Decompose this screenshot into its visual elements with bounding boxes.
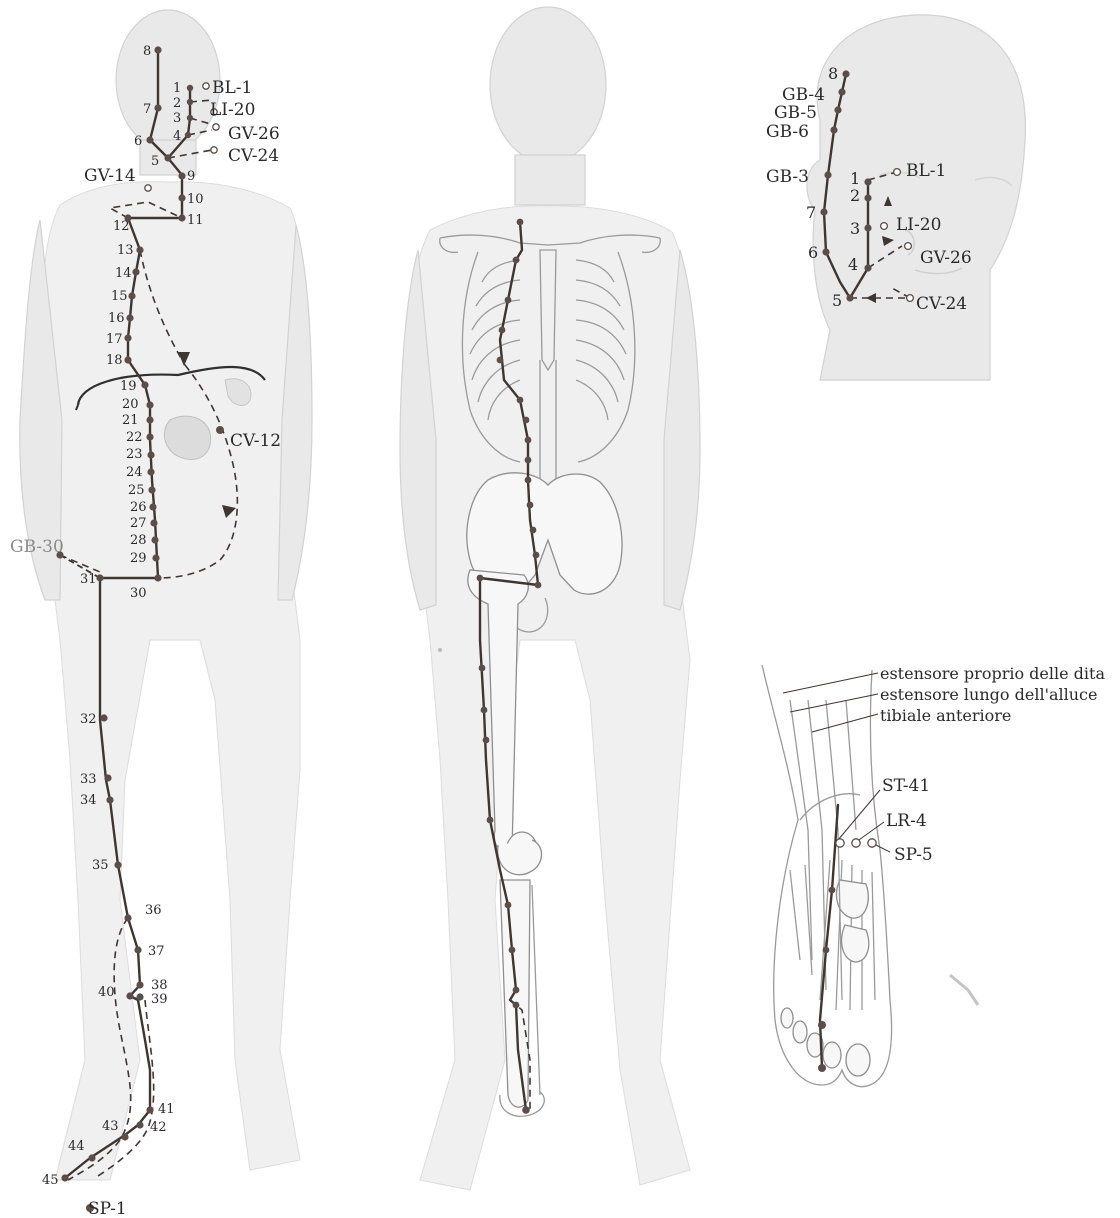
head-figure: 8 7 6 5 1 2 3 4 GB-4 GB-5 GB-6 GB-3 BL-1… [766, 15, 1025, 380]
left-label-bl1: BL-1 [212, 78, 252, 98]
left-pt-34: 34 [80, 793, 97, 808]
left-pt-42: 42 [150, 1120, 167, 1135]
middle-figure [400, 7, 700, 1190]
head-label-gb6: GB-6 [766, 122, 809, 142]
head-pt-8: 8 [828, 64, 838, 83]
left-pt-27: 27 [130, 516, 147, 531]
head-label-cv24: CV-24 [916, 294, 967, 314]
foot-muscle-estensore-alluce: estensore lungo dell'alluce [880, 685, 1097, 704]
left-label-gv14: GV-14 [84, 166, 136, 186]
left-pt-35: 35 [92, 858, 109, 873]
left-label-gv26: GV-26 [228, 124, 280, 144]
left-pt-8: 8 [143, 44, 151, 59]
foot-point-markers [836, 839, 876, 847]
foot-meridian-path [818, 805, 838, 1072]
head-pt-5: 5 [832, 291, 842, 310]
left-label-gb30: GB-30 [10, 537, 64, 557]
left-pt-22: 22 [126, 430, 143, 445]
left-pt-37: 37 [148, 944, 165, 959]
head-pt-6: 6 [808, 243, 818, 262]
foot-muscle-tibiale-anteriore: tibiale anteriore [880, 706, 1011, 725]
left-pt-41: 41 [158, 1102, 175, 1117]
left-pt-6: 6 [134, 134, 142, 149]
left-pt-14: 14 [115, 266, 132, 281]
left-pt-29: 29 [130, 551, 147, 566]
head-pt-7: 7 [806, 203, 816, 222]
left-pt-33: 33 [80, 772, 97, 787]
left-pt-18: 18 [106, 353, 123, 368]
left-pt-23: 23 [126, 447, 143, 462]
head-pt-4: 4 [848, 255, 858, 274]
head-pt-3: 3 [850, 219, 860, 238]
left-pt-36: 36 [145, 903, 162, 918]
left-pt-40: 40 [98, 985, 115, 1000]
head-silhouette [807, 15, 1025, 380]
left-pt-7: 7 [143, 102, 151, 117]
left-pt-25: 25 [128, 483, 145, 498]
head-label-gb3: GB-3 [766, 167, 809, 187]
left-pt-26: 26 [130, 500, 147, 515]
left-pt-24: 24 [126, 465, 143, 480]
left-pt-1: 1 [173, 81, 181, 96]
left-pt-2: 2 [173, 96, 181, 111]
left-pt-10: 10 [187, 192, 204, 207]
foot-figure: estensore proprio delle dita estensore l… [762, 664, 1105, 1087]
left-pt-11: 11 [187, 213, 204, 228]
middle-figure-silhouette [400, 7, 700, 1190]
left-pt-19: 19 [120, 379, 137, 394]
foot-label-st41: ST-41 [882, 776, 930, 796]
left-pt-5: 5 [151, 154, 159, 169]
head-label-gb5: GB-5 [774, 103, 817, 123]
left-pt-9: 9 [187, 169, 195, 184]
foot-label-lr4: LR-4 [886, 811, 927, 831]
left-pt-12: 12 [113, 219, 130, 234]
left-pt-32: 32 [80, 712, 97, 727]
left-pt-20: 20 [122, 397, 139, 412]
left-pt-28: 28 [130, 533, 147, 548]
head-label-li20: LI-20 [896, 215, 941, 235]
foot-label-sp5: SP-5 [894, 845, 933, 865]
left-pt-31: 31 [80, 572, 97, 587]
left-pt-38: 38 [151, 978, 168, 993]
left-pt-17: 17 [106, 332, 123, 347]
left-pt-45: 45 [42, 1173, 59, 1188]
left-pt-44: 44 [68, 1139, 85, 1154]
left-label-cv24: CV-24 [228, 146, 279, 166]
left-pt-15: 15 [111, 289, 128, 304]
left-pt-13: 13 [117, 243, 134, 258]
head-pt-2: 2 [850, 186, 860, 205]
left-pt-4: 4 [173, 129, 181, 144]
left-pt-3: 3 [173, 111, 181, 126]
head-label-gv26: GV-26 [920, 248, 972, 268]
left-pt-30: 30 [130, 586, 147, 601]
left-pt-43: 43 [102, 1119, 119, 1134]
left-pt-16: 16 [108, 311, 125, 326]
left-pt-39: 39 [151, 992, 168, 1007]
foot-muscle-estensore-dita: estensore proprio delle dita [880, 664, 1105, 683]
left-label-sp1: SP-1 [88, 1199, 127, 1218]
left-label-cv12: CV-12 [230, 431, 281, 451]
foot-muscle-labels: estensore proprio delle dita estensore l… [880, 664, 1105, 725]
left-label-li20: LI-20 [210, 100, 255, 120]
left-figure: 8 1 2 3 4 7 6 5 9 10 11 12 13 14 15 16 1… [10, 10, 312, 1218]
head-label-gb4: GB-4 [782, 85, 825, 105]
head-label-bl1: BL-1 [906, 161, 946, 181]
left-pt-21: 21 [122, 413, 139, 428]
